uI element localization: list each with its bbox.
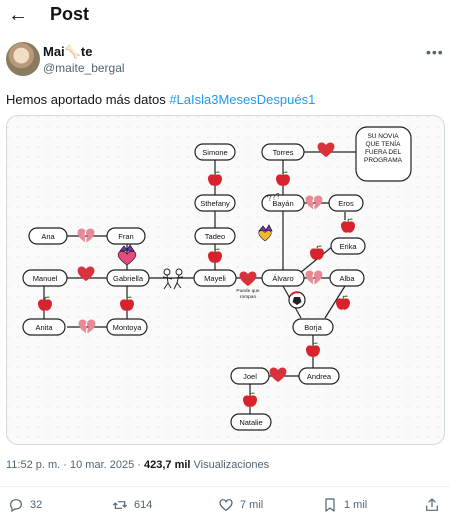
author-name[interactable]: Mai🦴te [43, 44, 93, 59]
like-count: 7 mil [240, 499, 264, 511]
node-label: Manuel [33, 274, 58, 283]
node-mayeli: Mayeli [193, 269, 237, 287]
bookmark-button[interactable]: 1 mil [322, 496, 367, 514]
bookmark-count: 1 mil [344, 499, 368, 511]
node-label: Torres [273, 148, 294, 157]
node-label: Tadeo [205, 232, 225, 241]
node-anita: Anita [22, 318, 66, 336]
question-marks: ??? [266, 191, 282, 203]
node-torres: Torres [261, 143, 305, 161]
node-label: Álvaro [272, 274, 293, 283]
node-andrea: Andrea [298, 367, 340, 385]
back-button[interactable]: ← [6, 4, 30, 28]
hashtag-link[interactable]: #LaIsla3MesesDespués1 [169, 92, 316, 107]
top-bar: ← Post [0, 0, 450, 32]
post-date[interactable]: 10 mar. 2025 [70, 459, 135, 471]
node-label: Joel [243, 372, 257, 381]
repost-icon [112, 501, 128, 509]
reply-count: 32 [30, 499, 43, 511]
node-label: Gabriella [113, 274, 144, 283]
node-gabriella: Gabriella [106, 269, 150, 287]
avatar[interactable] [6, 42, 40, 76]
node-bayan: Bayán [261, 194, 305, 212]
node-label: Ana [41, 232, 55, 241]
node-sthefany: Sthefany [194, 194, 236, 212]
post-meta: 11:52 p. m. · 10 mar. 2025 · 423,7 mil V… [6, 459, 270, 471]
node-label: Anita [35, 323, 53, 332]
author-handle[interactable]: @maite_bergal [43, 61, 125, 75]
decor-icons [37, 142, 356, 408]
node-montoya: Montoya [106, 318, 148, 336]
divider [0, 486, 450, 487]
node-label: Montoya [113, 323, 143, 332]
node-label: Borja [304, 323, 322, 332]
node-fran: Fran [106, 227, 146, 245]
page-title: Post [50, 4, 90, 24]
node-label: Fran [118, 232, 133, 241]
share-button[interactable] [424, 496, 440, 514]
dancers-icon [163, 268, 171, 276]
node-tadeo: Tadeo [194, 227, 236, 245]
node-label: Andrea [307, 372, 332, 381]
node-borja: Borja [292, 318, 334, 336]
post-text: Hemos aportado más datos #LaIsla3MesesDe… [6, 92, 316, 107]
node-label: Eros [338, 199, 354, 208]
node-label: Bayán [272, 199, 293, 208]
like-button[interactable]: 7 mil [218, 496, 263, 514]
node-alvaro: Álvaro [261, 269, 305, 287]
more-options-button[interactable]: ••• [426, 44, 444, 60]
node-label: Mayeli [204, 274, 226, 283]
repost-button[interactable]: 614 [112, 496, 152, 514]
more-dots-icon: ••• [426, 44, 444, 60]
node-ana: Ana [28, 227, 68, 245]
node-joel: Joel [230, 367, 270, 385]
reply-button[interactable]: 32 [8, 496, 42, 514]
heart-icon [219, 499, 233, 512]
node-eros: Eros [328, 194, 364, 212]
node-manuel: Manuel [22, 269, 68, 287]
node-alba: Alba [329, 269, 365, 287]
node-natalie: Natalie [230, 413, 272, 431]
node-label: Alba [339, 274, 355, 283]
reply-icon [10, 499, 22, 513]
node-label: Erika [339, 242, 357, 251]
arrow-left-icon: ← [8, 4, 28, 26]
node-erika: Erika [330, 237, 366, 255]
node-label: Natalie [239, 418, 262, 427]
post-time[interactable]: 11:52 p. m. [6, 459, 61, 471]
node-label: Simone [202, 148, 227, 157]
share-icon [426, 498, 438, 511]
repost-count: 614 [134, 499, 153, 511]
bone-emoji-icon: 🦴 [64, 44, 81, 59]
bookmark-icon [325, 498, 335, 512]
node-label: Sthefany [200, 199, 230, 208]
node-simone: Simone [194, 143, 236, 161]
views-count: 423,7 mil [144, 459, 191, 471]
views-label: Visualizaciones [193, 459, 270, 471]
